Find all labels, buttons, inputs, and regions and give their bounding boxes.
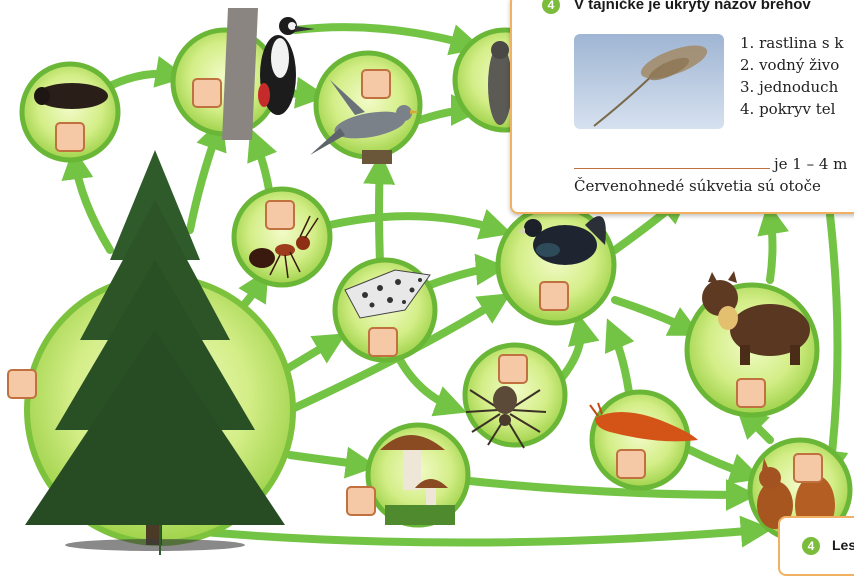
arrow-capercaillie-to-marten [615, 300, 690, 330]
arrow-right-edge [830, 215, 838, 470]
answer-blank-line[interactable] [574, 167, 770, 169]
arrow-moth-to-cuckoo [379, 165, 380, 262]
arrow-slug-to-capercaillie [612, 330, 630, 400]
arrow-moth-to-capercaillie [430, 268, 495, 285]
clue-item: 4. pokryv tel [740, 98, 843, 120]
clue-item: 1. rastlina s k [740, 32, 843, 54]
reed-icon [574, 34, 724, 129]
arrow-tree-to-mushroom [290, 455, 365, 465]
answer-box-mushroom[interactable] [346, 486, 376, 516]
answer-box-capercaillie[interactable] [539, 281, 569, 311]
answer-box-moth[interactable] [368, 327, 398, 357]
answer-box-slug[interactable] [616, 449, 646, 479]
task-number-badge: 4 [542, 0, 560, 14]
bottom-task-title: Les [832, 537, 854, 553]
answer-box-squirrel[interactable] [793, 453, 823, 483]
arrow-tree-to-woodpecker [190, 130, 218, 230]
arrow-spider-to-capercaillie [560, 325, 581, 380]
arrow-beetle-to-woodpecker [112, 74, 175, 85]
arrow-mushroom-to-squirrel [460, 480, 745, 495]
bottom-task-panel: 4 Les [778, 516, 854, 576]
arrow-slug-to-squirrel [690, 450, 750, 475]
arrow-tree-to-moth [285, 340, 335, 370]
answer-box-ant[interactable] [265, 200, 295, 230]
arrow-tree-to-squirrel [180, 530, 760, 543]
second-sentence: Červenohnedé súkvetia sú otoče [574, 177, 821, 195]
arrow-squirrel-to-marten [745, 415, 770, 440]
task-title: V tajničke je ukrytý názov brehov [574, 0, 811, 13]
arrow-moth-to-spider [400, 360, 455, 408]
answer-box-beetle[interactable] [55, 122, 85, 152]
answer-box-tree[interactable] [7, 369, 37, 399]
answer-box-cuckoo[interactable] [361, 69, 391, 99]
arrow-ant-to-capercaillie [330, 216, 500, 230]
clue-item: 2. vodný živo [740, 54, 843, 76]
answer-box-spider[interactable] [498, 354, 528, 384]
clue-item: 3. jednoduch [740, 76, 843, 98]
arrow-ant-to-woodpecker [255, 140, 270, 195]
arrow-woodpecker-to-hawk [295, 27, 470, 45]
woodpecker-icon [222, 8, 315, 140]
arrow-marten-up [770, 215, 773, 280]
answer-box-woodpecker[interactable] [192, 78, 222, 108]
task-number-badge-bottom: 4 [802, 537, 820, 555]
arrow-tree-to-beetle [75, 160, 110, 250]
answer-sentence-suffix: je 1 – 4 m [774, 155, 847, 173]
task-panel: 4 V tajničke je ukrytý názov brehov 1. r… [510, 0, 854, 214]
arrow-cuckoo-to-hawk [420, 110, 470, 120]
clue-list: 1. rastlina s k 2. vodný živo 3. jednodu… [740, 32, 843, 120]
reed-photo [574, 34, 724, 129]
answer-box-marten[interactable] [736, 378, 766, 408]
